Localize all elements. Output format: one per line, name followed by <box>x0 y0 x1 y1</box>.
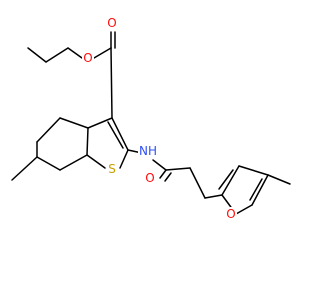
bond <box>119 149 129 169</box>
bond <box>59 117 89 129</box>
bond <box>86 127 89 156</box>
atom-o-ester-double: O <box>106 16 118 30</box>
bond <box>164 172 172 182</box>
bond <box>67 47 83 59</box>
bond <box>235 204 253 215</box>
bond <box>152 159 167 171</box>
bond <box>36 156 61 171</box>
bond <box>221 165 240 196</box>
svg-text:O: O <box>145 171 154 185</box>
atom-nh: NH <box>138 144 158 158</box>
atom-o-ester-single: O <box>82 51 94 65</box>
bond <box>45 47 69 63</box>
bond <box>110 47 113 119</box>
atom-o-amide: O <box>144 171 156 185</box>
svg-text:O: O <box>83 51 92 65</box>
svg-text:O: O <box>107 16 116 30</box>
bond <box>165 167 191 171</box>
bond <box>59 154 88 171</box>
svg-text:S: S <box>108 162 116 176</box>
bond <box>87 117 113 129</box>
bond <box>111 117 129 151</box>
bond <box>251 174 269 206</box>
bond <box>36 117 61 143</box>
bond <box>159 169 167 179</box>
bonds <box>11 31 291 215</box>
molecule-diagram: O O NH S O O <box>11 16 291 221</box>
bond <box>86 154 106 169</box>
bond <box>218 169 234 190</box>
bond <box>93 47 112 59</box>
bond <box>11 156 38 181</box>
bond <box>204 194 223 199</box>
svg-text:O: O <box>226 207 235 221</box>
bond <box>107 121 124 149</box>
bond <box>189 167 206 199</box>
bond <box>238 165 269 176</box>
bond <box>249 178 263 201</box>
atom-o-furan: O <box>225 207 237 221</box>
structure-canvas: O O NH S O O <box>11 16 291 221</box>
atom-s: S <box>106 162 118 176</box>
bond <box>27 47 47 63</box>
atom-labels: O O NH S O O <box>82 16 237 221</box>
bond <box>267 174 291 185</box>
svg-text:NH: NH <box>139 144 157 158</box>
